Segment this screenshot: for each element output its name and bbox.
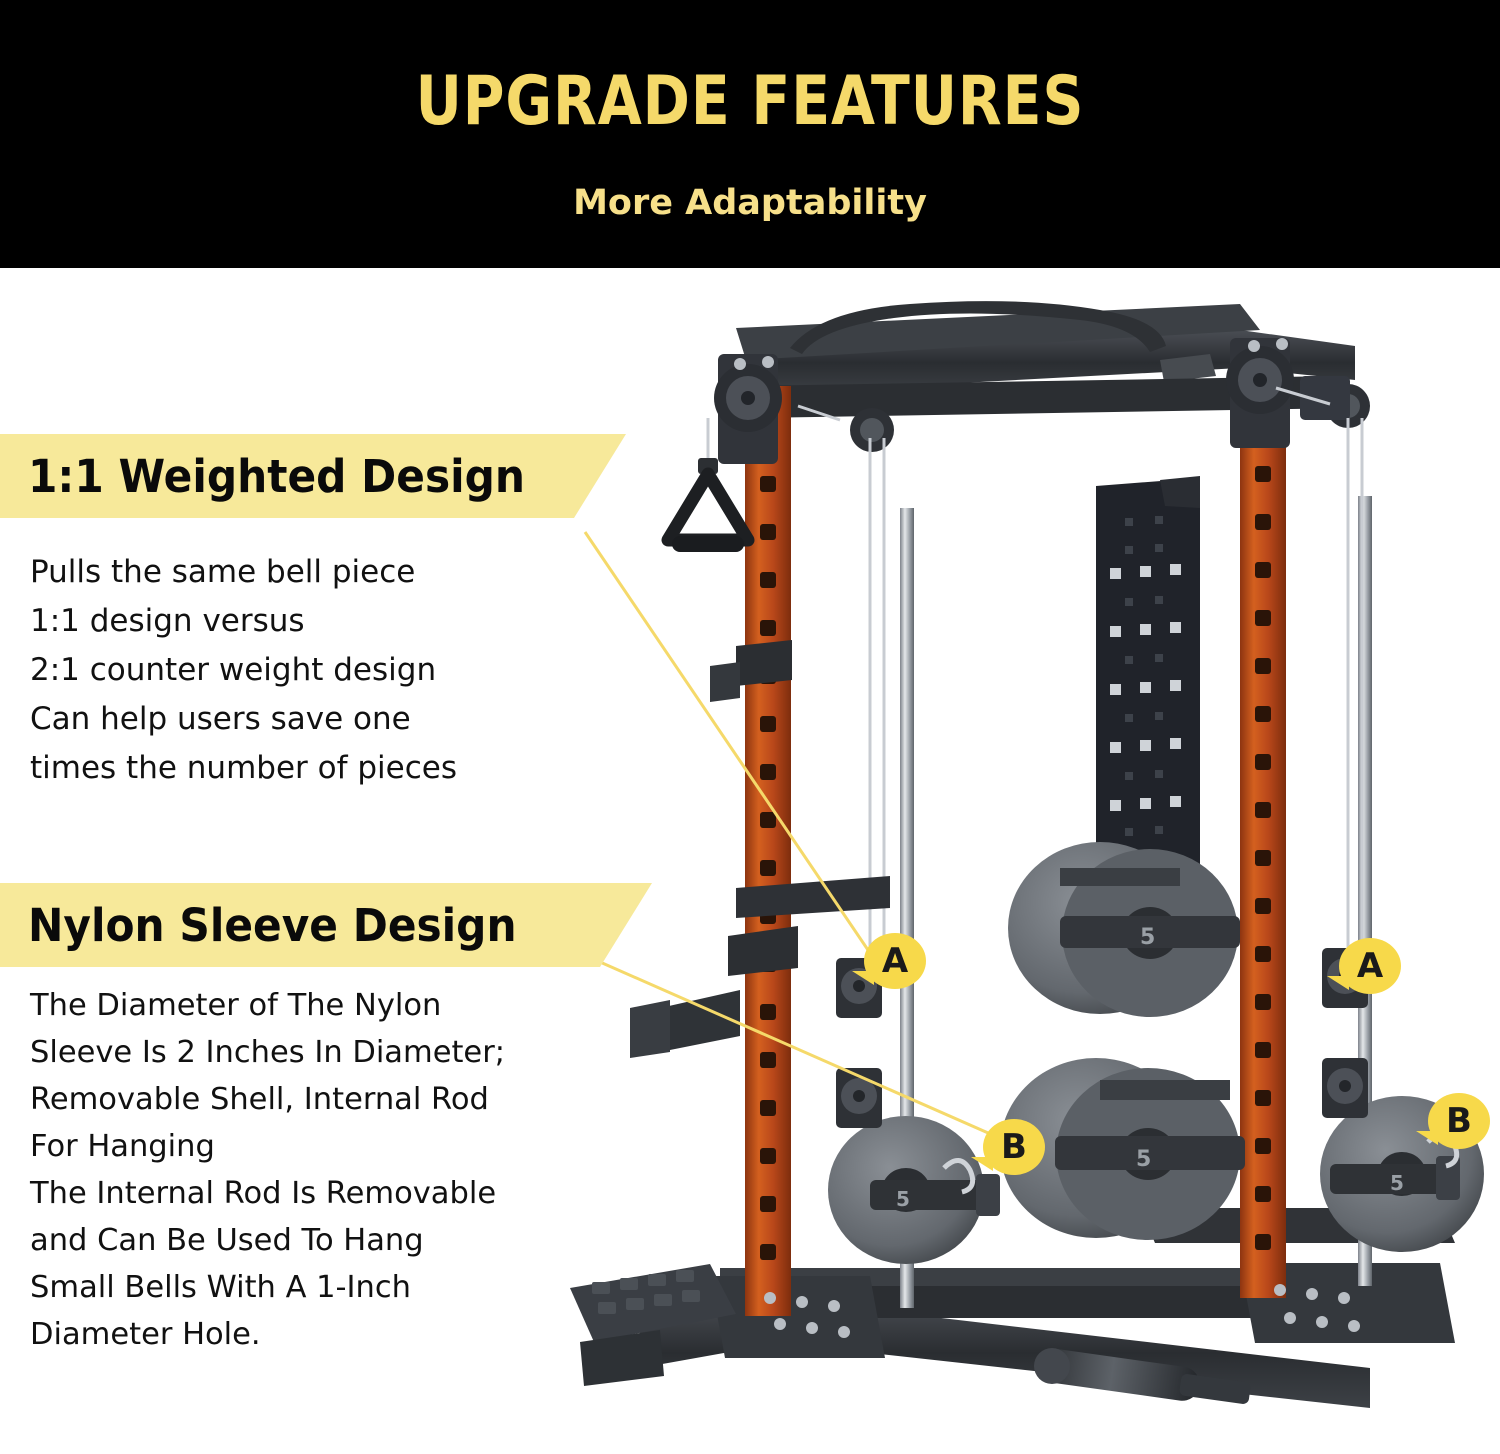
page-subtitle: More Adaptability <box>573 183 927 223</box>
marker-tail <box>1327 976 1349 990</box>
product-photo: 5 5 5 5 <box>540 268 1500 1454</box>
marker-tail <box>852 971 874 985</box>
svg-text:5: 5 <box>1390 1171 1404 1195</box>
marker-b-right: B <box>1416 1093 1490 1149</box>
top-pulleys <box>714 338 1370 464</box>
svg-text:5: 5 <box>896 1187 910 1211</box>
hardware-bolts <box>734 338 1360 1338</box>
floor-roller-bar <box>1034 1348 1251 1404</box>
page-title: UPGRADE FEATURES <box>415 62 1085 141</box>
marker-label: A <box>881 941 909 981</box>
marker-a-left: A <box>852 933 926 989</box>
marker-label: A <box>1356 946 1384 986</box>
marker-tail <box>971 1157 993 1171</box>
top-frame <box>720 301 1355 418</box>
svg-text:5: 5 <box>1136 1147 1151 1172</box>
marker-label: B <box>1446 1101 1472 1141</box>
header-band: UPGRADE FEATURES More Adaptability <box>0 0 1500 268</box>
callout-banner-nylon-sleeve: Nylon Sleeve Design <box>0 883 652 967</box>
marker-label: B <box>1001 1127 1027 1167</box>
banner-wedge <box>600 883 652 967</box>
accessory-pegboard <box>1096 476 1200 878</box>
weight-plates: 5 5 5 5 <box>828 842 1484 1264</box>
marker-b-left: B <box>971 1119 1045 1175</box>
callout-banner-label: 1:1 Weighted Design <box>28 449 526 503</box>
marker-tail <box>1416 1131 1438 1145</box>
callout-banner-weighted-design: 1:1 Weighted Design <box>0 434 626 518</box>
callout-body-nylon-sleeve: The Diameter of The Nylon Sleeve Is 2 In… <box>30 988 506 1352</box>
svg-text:5: 5 <box>1140 925 1155 950</box>
callout-body-weighted-design: Pulls the same bell piece 1:1 design ver… <box>30 554 457 786</box>
banner-wedge <box>574 434 626 518</box>
marker-a-right: A <box>1327 938 1401 994</box>
power-rack-illustration: 5 5 5 5 <box>570 301 1484 1408</box>
step-platform <box>570 1264 736 1386</box>
callout-banner-label: Nylon Sleeve Design <box>28 898 517 952</box>
